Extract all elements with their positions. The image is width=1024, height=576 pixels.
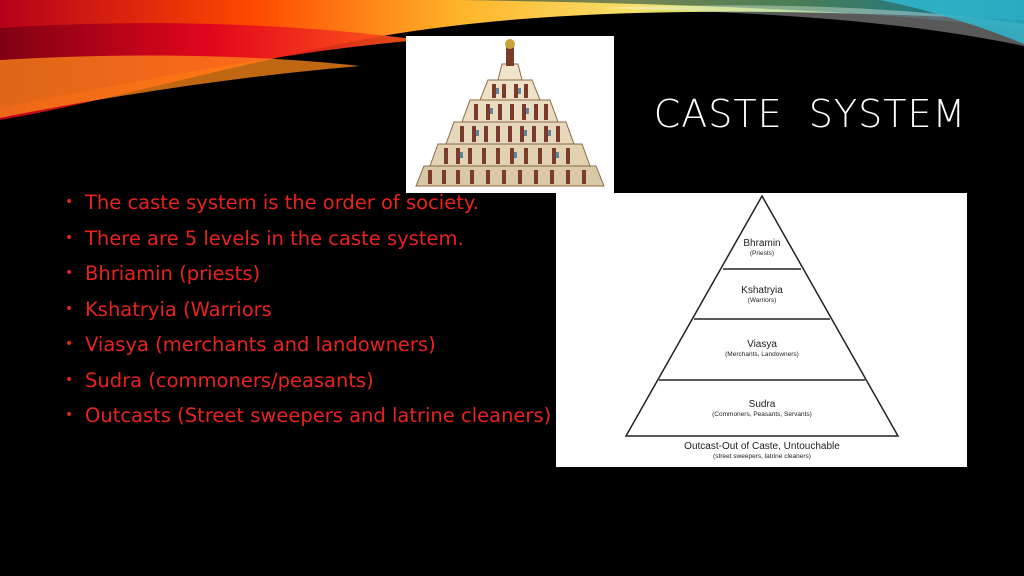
- caste-level-kshatryia: Kshatryia (Warriors): [702, 285, 822, 304]
- level-name: Bhramin: [743, 238, 781, 249]
- level-description: (Priests): [749, 250, 775, 257]
- level-description: (street sweepers, latrine cleaners): [713, 453, 811, 460]
- bullet-list: The caste system is the order of society…: [62, 185, 642, 434]
- level-name: Viasya: [747, 339, 777, 350]
- caste-level-sudra: Sudra (Commoners, Peasants, Servants): [672, 399, 852, 418]
- decorative-swoosh-banner: [0, 0, 1024, 120]
- bullet-item: Bhriamin (priests): [62, 256, 642, 292]
- pyramid-photo: [406, 36, 614, 193]
- slide-title: CASTE SYSTEM: [653, 92, 967, 136]
- bullet-item: Sudra (commoners/peasants): [62, 363, 642, 399]
- stepped-pyramid-figures-image: [406, 36, 614, 193]
- bullet-item: There are 5 levels in the caste system.: [62, 221, 642, 257]
- bullet-item: Outcasts (Street sweepers and latrine cl…: [62, 398, 642, 434]
- level-name: Sudra: [748, 399, 776, 410]
- pyramid-outline: [624, 194, 900, 437]
- caste-level-outcast: Outcast-Out of Caste, Untouchable (stree…: [636, 441, 888, 460]
- level-name: Outcast-Out of Caste, Untouchable: [684, 441, 840, 452]
- level-description: (Warriors): [747, 297, 777, 304]
- bullet-item: Kshatryia (Warriors: [62, 292, 642, 328]
- bullet-item: Viasya (merchants and landowners): [62, 327, 642, 363]
- level-description: (Commoners, Peasants, Servants): [712, 411, 812, 418]
- caste-level-bhramin: Bhramin (Priests): [712, 238, 812, 257]
- level-description: (Merchants, Landowners): [725, 351, 799, 358]
- level-name: Kshatryia: [741, 285, 783, 296]
- bullet-item: The caste system is the order of society…: [62, 185, 642, 221]
- caste-level-viasya: Viasya (Merchants, Landowners): [692, 339, 832, 358]
